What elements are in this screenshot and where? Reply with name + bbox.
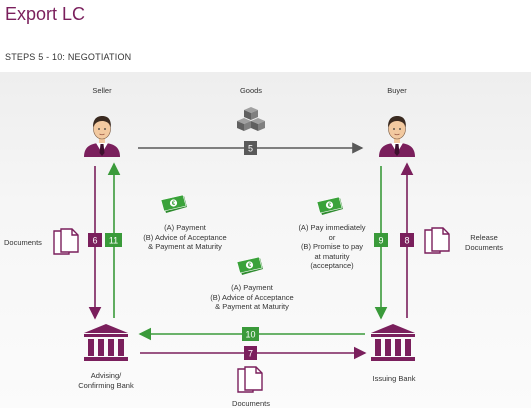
svg-text:6: 6 [92, 236, 97, 246]
goods-boxes-icon [237, 107, 265, 131]
seller-person-icon [83, 115, 121, 157]
issuing-bank-icon [371, 324, 415, 361]
buyer-label: Buyer [387, 86, 407, 95]
step-badge-7: 7 [244, 346, 257, 360]
documents-label-bottom: Documents [232, 399, 270, 408]
step-badge-8: 8 [400, 233, 414, 247]
money-icon-left [160, 194, 188, 214]
step-badge-10: 10 [242, 327, 259, 341]
documents-icon-left [53, 228, 79, 255]
advising-bank-label: Advising/ Confirming Bank [78, 371, 134, 390]
payment-label-right: (A) Pay immediately or (B) Promise to pa… [298, 223, 366, 270]
step-badge-11: 11 [105, 233, 122, 247]
step-badge-6: 6 [88, 233, 102, 247]
page-title: Export LC [5, 4, 86, 24]
svg-text:7: 7 [248, 349, 253, 359]
svg-text:10: 10 [245, 330, 255, 340]
step-badge-9: 9 [374, 233, 388, 247]
step-badge-5: 5 [244, 141, 257, 155]
payment-label-left: (A) Payment (B) Advice of Acceptance & P… [143, 223, 227, 251]
payment-label-center: (A) Payment (B) Advice of Acceptance & P… [210, 283, 294, 311]
seller-label: Seller [92, 86, 112, 95]
release-documents-label: Release Documents [465, 233, 503, 252]
page-subtitle: STEPS 5 - 10: NEGOTIATION [5, 52, 132, 62]
svg-text:11: 11 [109, 236, 118, 246]
issuing-bank-label: Issuing Bank [372, 374, 416, 383]
documents-icon-right [424, 227, 450, 254]
svg-text:8: 8 [404, 236, 409, 246]
money-icon-center [236, 256, 264, 276]
svg-text:5: 5 [248, 144, 253, 154]
buyer-person-icon [378, 115, 416, 157]
advising-bank-icon [84, 324, 128, 361]
goods-label: Goods [239, 86, 263, 95]
documents-label-left: Documents [4, 238, 42, 247]
money-icon-right [316, 196, 344, 216]
svg-text:9: 9 [378, 236, 383, 246]
documents-icon-bottom [237, 366, 263, 393]
